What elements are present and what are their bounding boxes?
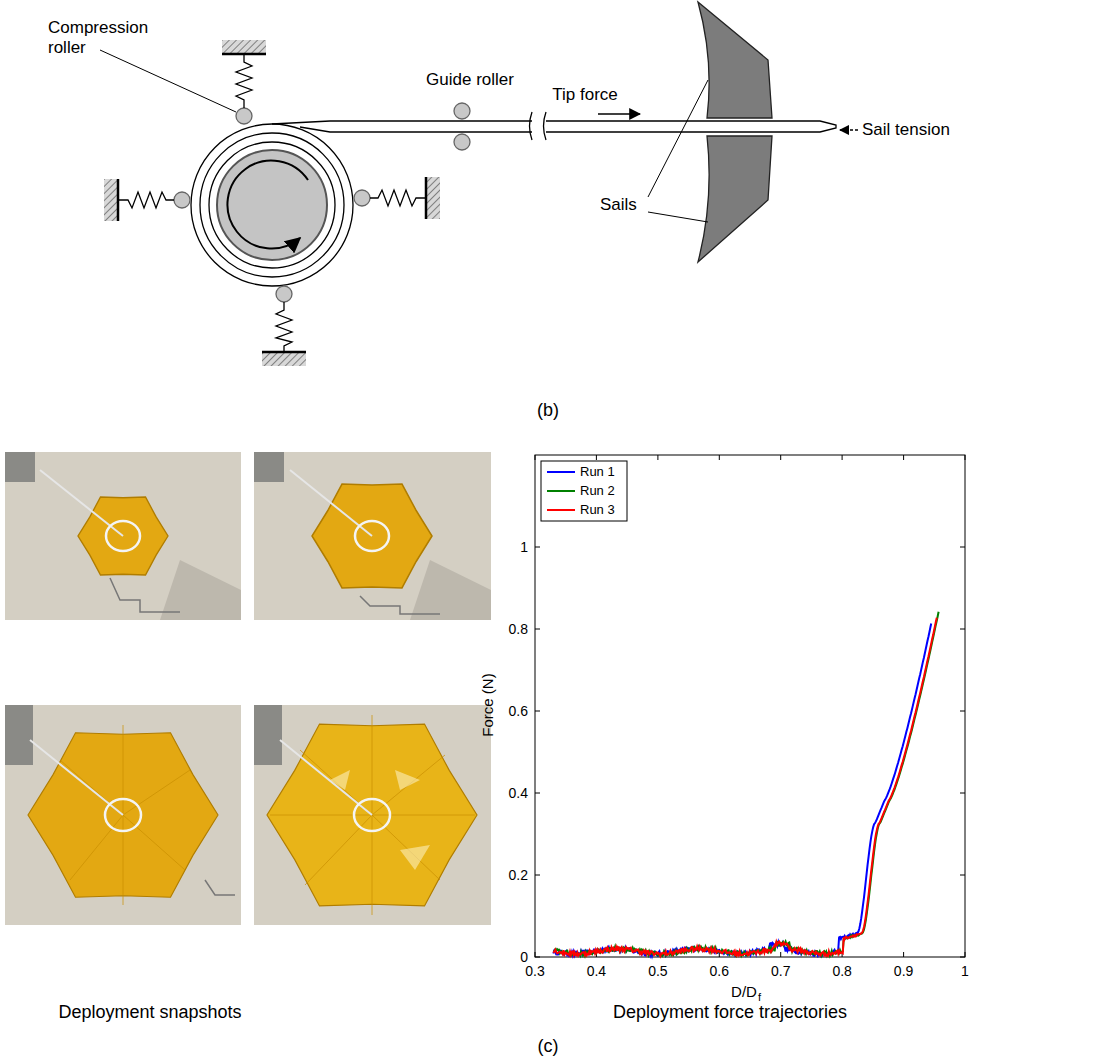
tick-label: 0.5 bbox=[648, 963, 667, 979]
legend-text: Run 2 bbox=[580, 484, 615, 499]
spool-mechanism bbox=[104, 40, 440, 366]
caption: Deployment snapshots bbox=[58, 1002, 241, 1023]
legend-box bbox=[541, 461, 627, 521]
chart-frame bbox=[535, 455, 965, 957]
tick-label: 0.4 bbox=[587, 963, 606, 979]
part-label: Sails bbox=[600, 195, 637, 215]
data-line bbox=[553, 618, 936, 956]
tick-label: 0.2 bbox=[509, 867, 528, 883]
caption: Deployment force trajectories bbox=[613, 1002, 847, 1023]
axis-title: D/D bbox=[731, 983, 757, 1000]
legend-swatch bbox=[547, 471, 575, 473]
panel-label: (b) bbox=[537, 400, 559, 421]
legend-text: Run 1 bbox=[580, 465, 615, 480]
tick-label: 1 bbox=[961, 963, 969, 979]
deployment-photo bbox=[254, 452, 491, 620]
part-label: Guide roller bbox=[426, 70, 514, 90]
legend-swatch bbox=[547, 490, 575, 492]
leader-lines bbox=[100, 50, 708, 222]
tick-label: 0.8 bbox=[832, 963, 851, 979]
part-label: Compression roller bbox=[48, 18, 168, 57]
tick-label: 1 bbox=[520, 539, 528, 555]
deployment-photo bbox=[5, 452, 241, 620]
legend-text: Run 3 bbox=[580, 503, 615, 518]
force-label: Tip force bbox=[552, 85, 618, 105]
deployment-photo bbox=[5, 705, 241, 925]
panel-label: (c) bbox=[538, 1036, 559, 1057]
data-lines bbox=[553, 612, 938, 956]
tick-label: 0.3 bbox=[525, 963, 544, 979]
force-label: Sail tension bbox=[862, 120, 950, 140]
axis-title: Force (N) bbox=[479, 673, 496, 736]
sails bbox=[698, 2, 772, 262]
data-line bbox=[553, 624, 931, 957]
data-line bbox=[553, 612, 938, 956]
tick-label: 0 bbox=[520, 949, 528, 965]
deployment-photo bbox=[254, 705, 491, 925]
legend-swatch bbox=[547, 509, 575, 511]
tick-label: 0.9 bbox=[894, 963, 913, 979]
tick-label: 0.8 bbox=[509, 621, 528, 637]
tick-label: 0.7 bbox=[771, 963, 790, 979]
tick-label: 0.6 bbox=[710, 963, 729, 979]
tick-label: 0.6 bbox=[509, 703, 528, 719]
tick-label: 0.4 bbox=[509, 785, 528, 801]
